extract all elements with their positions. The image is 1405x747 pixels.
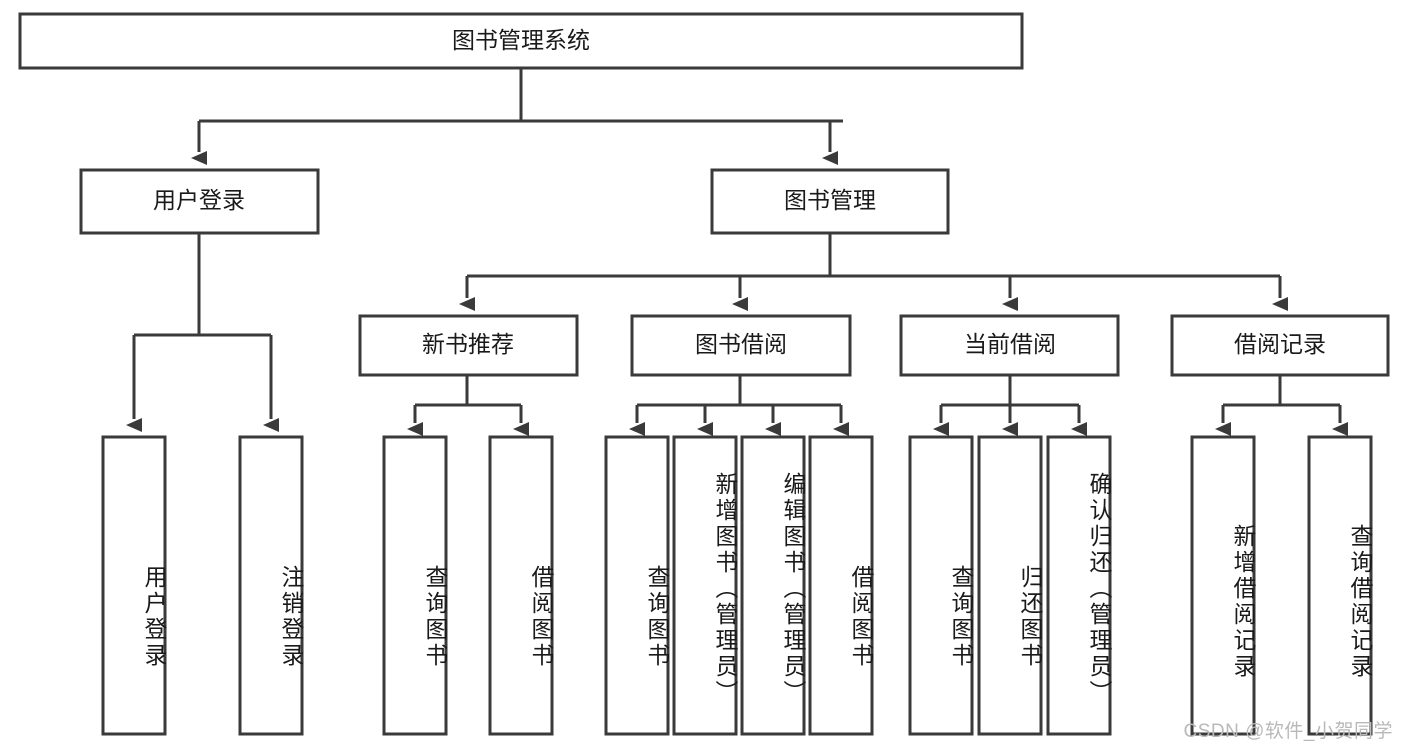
- connector-root-to-level2: [191, 68, 843, 165]
- node-user-login-label: 用户登录: [153, 187, 245, 213]
- leaf-box-user-logout[interactable]: [238, 435, 304, 736]
- csdn-watermark: CSDN @软件_小贺同学: [1183, 721, 1393, 742]
- leaf-box-borrow-edit-book[interactable]: [740, 435, 806, 736]
- leaf-box-user-login[interactable]: [101, 435, 167, 736]
- connector-current-to-leaves: [933, 375, 1087, 436]
- node-book-management[interactable]: [710, 168, 950, 235]
- leaf-box-borrow-borrow-book[interactable]: [808, 435, 874, 736]
- node-root[interactable]: [18, 12, 1024, 70]
- node-root-label: 图书管理系统: [452, 27, 590, 53]
- node-current-borrow[interactable]: [899, 314, 1120, 377]
- node-book-management-label: 图书管理: [784, 187, 876, 213]
- leaf-box-current-confirm-return[interactable]: [1046, 435, 1112, 736]
- node-borrow-record[interactable]: [1170, 314, 1390, 377]
- connector-user-login-to-leaves: [126, 233, 279, 432]
- leaf-box-borrow-query-book[interactable]: [604, 435, 670, 736]
- node-current-borrow-label: 当前借阅: [964, 331, 1056, 357]
- node-borrow-record-label: 借阅记录: [1234, 331, 1326, 357]
- leaf-box-recommend-borrow-book[interactable]: [488, 435, 554, 736]
- connector-recommend-to-leaves: [407, 375, 529, 436]
- leaf-box-record-add[interactable]: [1190, 435, 1256, 736]
- node-new-book-recommend-label: 新书推荐: [422, 331, 514, 357]
- connector-record-to-leaves: [1215, 375, 1348, 436]
- leaf-box-current-return-book[interactable]: [977, 435, 1043, 736]
- leaf-box-record-query[interactable]: [1307, 435, 1373, 736]
- node-book-borrow-label: 图书借阅: [695, 331, 787, 357]
- connector-borrow-to-leaves: [629, 375, 849, 436]
- node-user-login[interactable]: [79, 168, 320, 235]
- connector-book-mgmt-to-level3: [459, 233, 1288, 311]
- leaf-box-borrow-add-book[interactable]: [672, 435, 738, 736]
- leaf-box-recommend-query-book[interactable]: [382, 435, 448, 736]
- node-book-borrow[interactable]: [630, 314, 852, 377]
- node-new-book-recommend[interactable]: [358, 314, 579, 377]
- leaf-box-current-query-book[interactable]: [908, 435, 974, 736]
